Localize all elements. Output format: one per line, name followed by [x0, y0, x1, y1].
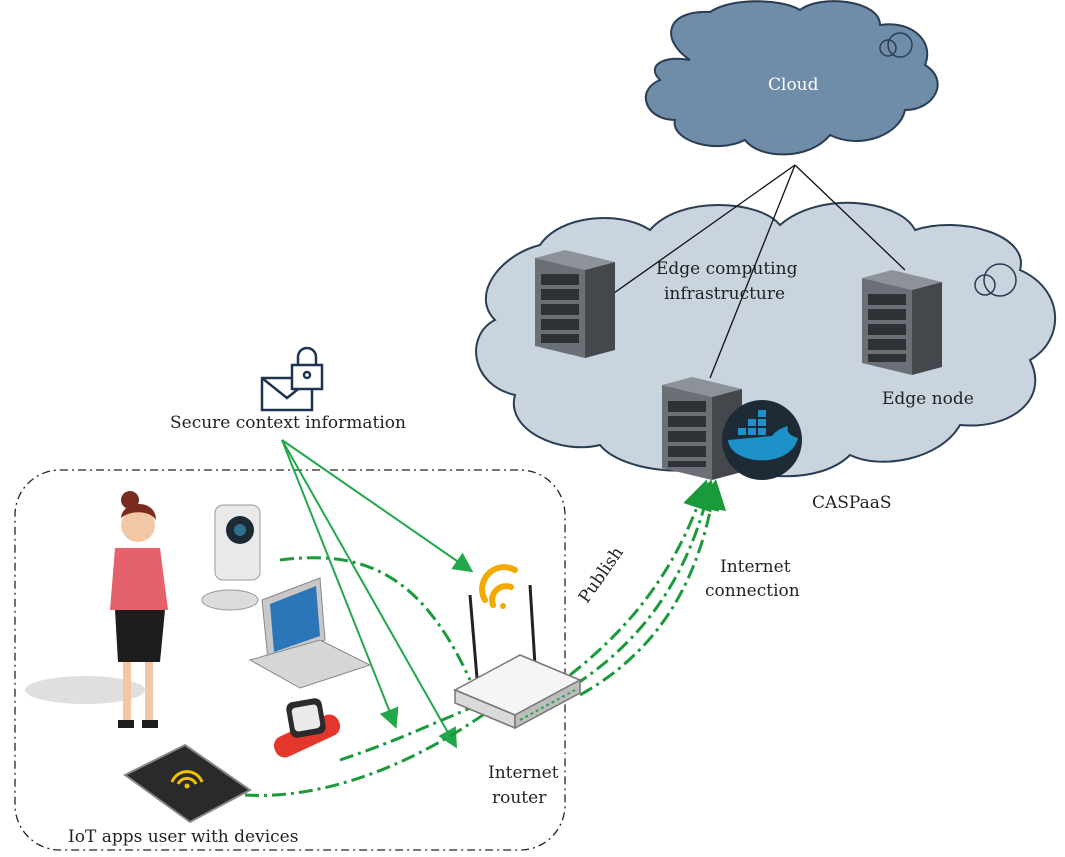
- internet-router-label-line1: Internet: [488, 763, 559, 783]
- edge-server-left: [535, 250, 615, 358]
- edge-node-label: Edge node: [882, 389, 974, 409]
- wifi-icon: [479, 564, 518, 609]
- edge-cloud-shape: [475, 201, 1056, 478]
- camera-icon: [201, 504, 261, 611]
- caspaas-label: CASPaaS: [812, 493, 892, 513]
- internet-router-label-line2: router: [492, 788, 547, 808]
- cloud-link: [589, 164, 796, 311]
- secure-arrow: [281, 439, 399, 729]
- router-icon: [453, 584, 582, 730]
- cloud-bubble: [879, 39, 897, 57]
- cloud-link: [709, 164, 796, 379]
- laptop-icon: [248, 577, 372, 689]
- internet-connection-label-line2: connection: [705, 581, 800, 601]
- internet-link: [579, 479, 727, 697]
- cloud-label: Cloud: [768, 75, 819, 95]
- cloud-bubble: [983, 263, 1017, 297]
- internet-connection-label-line1: Internet: [720, 557, 791, 577]
- device-group-boundary: [14, 469, 566, 851]
- phone-link: [244, 708, 491, 797]
- secure-context-label: Secure context information: [170, 413, 406, 433]
- smartwatch-icon: [273, 698, 341, 758]
- secure-arrow: [281, 439, 474, 573]
- cloud-shape: [644, 0, 939, 156]
- publish-link: [569, 479, 712, 677]
- docker-icon: [722, 400, 802, 480]
- cloud-link: [794, 164, 906, 271]
- camera-link: [279, 556, 472, 681]
- envelope-lock-icon: [260, 346, 324, 412]
- edge-infra-label-line2: infrastructure: [664, 284, 786, 304]
- internet-link: [574, 479, 720, 687]
- edge-server-right: [862, 270, 942, 375]
- secure-arrow: [281, 439, 457, 749]
- phone-icon: [123, 743, 252, 824]
- iot-user-label: IoT apps user with devices: [68, 827, 299, 847]
- cloud-bubble: [887, 32, 913, 58]
- edge-infra-label-line1: Edge computing: [656, 259, 798, 279]
- user-figure: [25, 491, 168, 728]
